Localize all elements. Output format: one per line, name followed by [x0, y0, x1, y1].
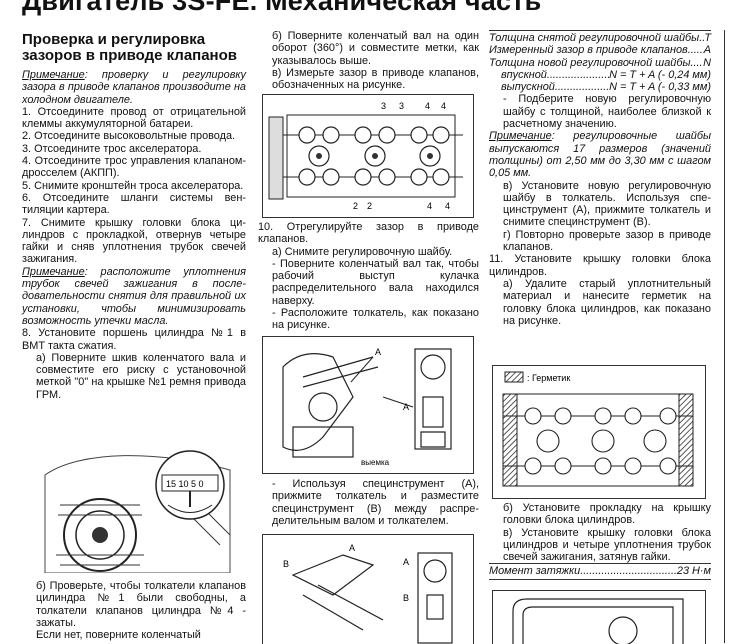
valve-label: 4	[427, 201, 432, 211]
step-8a: а) Поверните шкив коленчатого ва­ла и со…	[36, 351, 246, 401]
note-label: Примечание	[22, 69, 85, 81]
figure-sealant: : Герметик	[492, 365, 706, 499]
step-5: 5. Снимите кронштейн троса акселе­ратора…	[22, 179, 244, 192]
step-10: 10. Отрегулируйте зазор в приводе клапан…	[258, 221, 479, 246]
note-label: Примечание	[22, 265, 85, 278]
column-left-bottom: б) Проверьте, чтобы толкатели кла­панов …	[22, 580, 246, 641]
note-cold-engine: Примечание: проверку и регулировку зазор…	[22, 69, 246, 106]
choose-shim: - Подберите новую регулировочную шайбу с…	[503, 93, 711, 131]
figure-valve-layout: 3 3 4 4 2 2 4 4	[262, 94, 474, 218]
step-11b: б) Установите прокладку на крышку головк…	[503, 502, 711, 527]
note-label: Примечание	[489, 130, 552, 143]
formula-row-new-shim: Толщина новой регулировочной шайбыN	[489, 57, 711, 69]
step-10a-2: - Расположите толкатель, как пока­зано н…	[272, 307, 479, 332]
step-7: 7. Снимите крышку головки блока ци­линдр…	[22, 216, 246, 266]
figure-cover-gasket	[492, 590, 706, 644]
step-11: 11. Установите крышку головки блока цили…	[489, 253, 711, 278]
pulley-timing-scale: 15 10 5 0	[166, 479, 204, 489]
valve-label: 3	[381, 101, 386, 111]
valve-label: 4	[445, 201, 450, 211]
label-b: В	[283, 559, 289, 569]
formula-block: Толщина снятой регулировочной шайбыТ Изм…	[489, 30, 711, 93]
step-8: 8. Установите поршень цилиндра №1 в ВМТ …	[22, 327, 246, 352]
valve-label: 2	[367, 201, 372, 211]
step-8c: Если нет, поверните коленчатый	[36, 629, 201, 642]
note-text: : регулировочные шайбы выпускаются 17 ра…	[489, 130, 711, 180]
figure-special-tools: А В А В	[262, 534, 474, 644]
column-right-bottom: б) Установите прокладку на крышку головк…	[489, 502, 711, 580]
valve-label: 2	[353, 201, 358, 211]
label-a: А	[403, 557, 409, 567]
step-6: 6. Отсоедините шланги системы вен­тиляци…	[22, 191, 246, 217]
step-10d: г) Повторно проверьте зазор в при­воде к…	[503, 228, 711, 254]
formula-row-exhaust: выпускнойN = T + A (- 0,33 мм)	[489, 81, 711, 93]
sealant-legend: : Герметик	[527, 373, 570, 383]
step-10c: в) Установите новую регулировочную шайбу…	[503, 179, 711, 229]
column-right: Толщина снятой регулировочной шайбыТ Изм…	[489, 30, 711, 327]
step-2: 2. Отсоедините высоковольтные провода.	[22, 130, 236, 143]
column-middle-step10: 10. Отрегулируйте зазор в приводе клапан…	[258, 221, 479, 332]
page-title: Двигатель 3S-FE. Механическая часть	[22, 0, 542, 16]
note-shim-sizes: Примечание: регулировочные шайбы выпуска…	[489, 130, 711, 179]
figure-tappet-notch: А А выемка	[262, 336, 474, 474]
step-10a-1: - Поверните коленчатый вал так, чтобы ра…	[272, 257, 479, 307]
step-10a: а) Снимите регулировочную шайбу.	[272, 245, 453, 258]
label-a: А	[375, 347, 381, 357]
step-8b: б) Проверьте, чтобы толкатели кла­панов …	[36, 580, 246, 629]
step-10a-3: - Используя специнструмент (А), прижмите…	[272, 478, 479, 527]
label-a: А	[349, 543, 355, 553]
formula-row-intake: впускнойN = T + A (- 0,24 мм)	[489, 69, 711, 81]
column-left: Проверка и регулировка зазоров в приводе…	[22, 32, 246, 401]
figure-crank-pulley: 15 10 5 0	[40, 445, 236, 573]
label-notch: выемка	[361, 458, 390, 467]
step-3: 3. Отсоедините трос акселератора.	[22, 142, 202, 155]
label-a: А	[403, 402, 409, 412]
step-9b: б) Поверните коленчатый вал на один обор…	[272, 30, 479, 67]
step-11a: а) Удалите старый уплотнительный материа…	[503, 277, 711, 327]
valve-label: 4	[425, 101, 430, 111]
note-seals: Примечание: расположите уплотне­ния труб…	[22, 266, 246, 327]
torque-row: Момент затяжки23 Н·м	[489, 563, 711, 580]
step-4: 4. Отсоедините трос управления кла­паном…	[22, 155, 246, 180]
step-9c: в) Измерьте зазор в приводе клапа­нов, о…	[272, 66, 479, 92]
note-text: : проверку и регулировку зазора в привод…	[22, 69, 246, 106]
step-1: 1. Отсоедините провод от отрица­тельной …	[22, 105, 246, 131]
label-b: В	[403, 593, 409, 603]
column-middle: б) Поверните коленчатый вал на один обор…	[258, 30, 479, 91]
step-11c: в) Установите крышку головки блока цилин…	[503, 526, 711, 564]
section-title: Проверка и регулировка зазоров в приводе…	[22, 31, 238, 64]
valve-label: 4	[441, 101, 446, 111]
formula-row-removed-shim: Толщина снятой регулировочной шайбыТ	[489, 32, 711, 44]
formula-row-clearance: Измеренный зазор в приводе клапановА	[489, 44, 711, 56]
valve-label: 3	[399, 101, 404, 111]
column-middle-step10b: - Используя специнструмент (А), прижмите…	[258, 478, 479, 527]
page-divider	[724, 30, 725, 643]
note-text: : расположите уплотне­ния трубок свечей …	[22, 265, 246, 327]
